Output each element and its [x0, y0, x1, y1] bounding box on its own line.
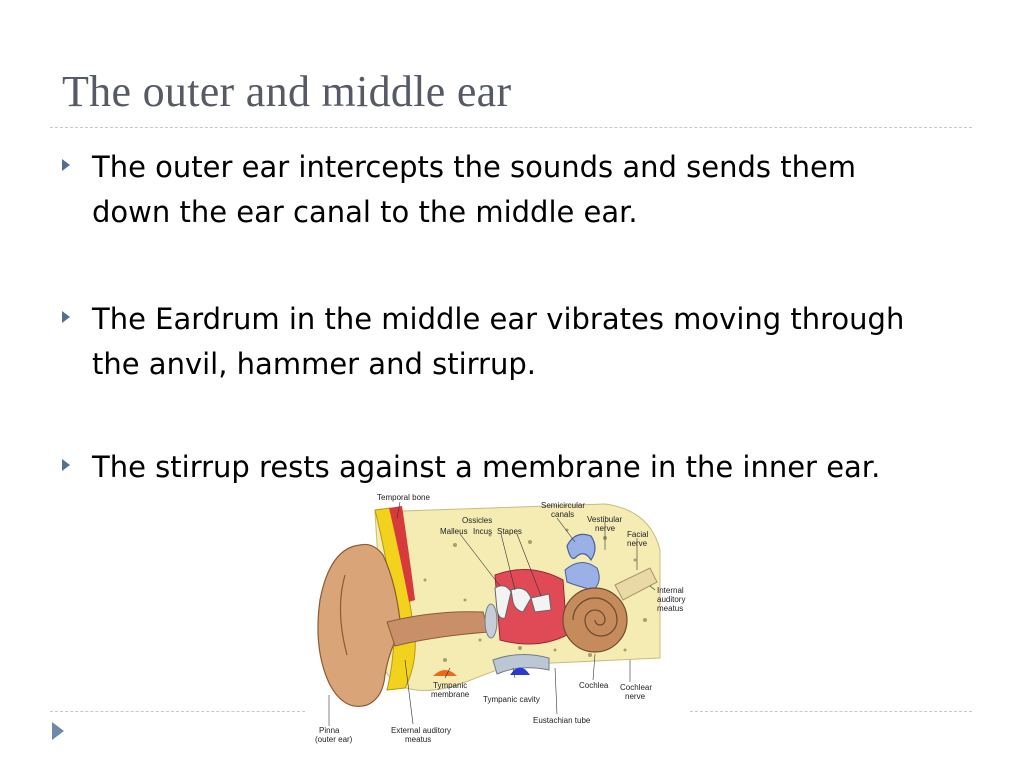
vestibule-shape [564, 562, 600, 591]
eustachian-tube-shape [492, 654, 550, 675]
temporal-bone-label: Temporal bone [377, 493, 430, 502]
ear-anatomy-diagram: Temporal bone Ossicles Malleus Incus Sta… [305, 490, 690, 746]
stapes-label: Stapes [497, 527, 522, 536]
malleus-label: Malleus [440, 527, 468, 536]
cochlea-label: Cochlea [579, 681, 609, 690]
bullet-arrow-icon [62, 159, 70, 171]
semicircular-canals-label: Semicircular [541, 501, 585, 510]
vestibular-nerve-label: Vestibular [587, 515, 622, 524]
slide-title: The outer and middle ear [62, 67, 512, 116]
footer-divider [690, 711, 972, 712]
bullet-arrow-icon [62, 311, 70, 323]
bullet-text: The Eardrum in the middle ear vibrates m… [92, 297, 972, 387]
ossicles-shape [494, 585, 552, 619]
external-auditory-meatus-label: External auditory [391, 726, 451, 735]
pinna-label: (outer ear) [315, 735, 353, 744]
bullet-line: the anvil, hammer and stirrup. [92, 347, 536, 381]
tympanic-cavity-marker-shape [510, 667, 530, 675]
bone-texture [423, 528, 647, 662]
tympanic-membrane-label: Tympanic [433, 681, 467, 690]
internal-auditory-meatus-label: Internal [657, 586, 684, 595]
tympanic-membrane-label: membrane [431, 690, 470, 699]
bullet-text: The stirrup rests against a membrane in … [92, 445, 972, 490]
label-leaders [328, 501, 656, 726]
slide-nav-arrow-icon[interactable] [52, 722, 64, 740]
pinna-label: Pinna [319, 726, 340, 735]
cochlea-spiral-shape [572, 597, 618, 637]
bullet-line: The Eardrum in the middle ear vibrates m… [92, 302, 905, 336]
external-auditory-meatus-label: meatus [405, 735, 431, 744]
eustachian-tube-label: Eustachian tube [533, 716, 591, 725]
pinna-fold-shape [339, 574, 348, 656]
membrane-marker-shape [433, 670, 457, 676]
internal-auditory-meatus-label: auditory [657, 595, 685, 604]
bullet-text: The outer ear intercepts the sounds and … [92, 145, 972, 235]
tympanic-cavity-label: Tympanic cavity [483, 695, 540, 704]
red-vessel-shape [389, 506, 415, 602]
bullet-line: The outer ear intercepts the sounds and … [92, 150, 857, 184]
eardrum-shape [484, 603, 498, 639]
auditory-nerve-shape [614, 567, 658, 601]
bullet-line: down the ear canal to the middle ear. [92, 195, 638, 229]
incus-label: Incus [473, 527, 492, 536]
pinna-shape [317, 543, 402, 707]
bullet-line: The stirrup rests against a membrane in … [92, 450, 881, 484]
bullet-arrow-icon [62, 459, 70, 471]
cochlear-nerve-label: nerve [625, 692, 646, 701]
footer-divider [50, 711, 305, 712]
facial-nerve-label: Facial [627, 530, 649, 539]
semicircular-canals-label: canals [551, 510, 574, 519]
facial-nerve-label: nerve [627, 539, 648, 548]
ossicles-label: Ossicles [462, 516, 492, 525]
internal-auditory-meatus-label: meatus [657, 604, 683, 613]
vestibular-nerve-label: nerve [595, 524, 616, 533]
title-divider [50, 127, 972, 128]
cochlear-nerve-label: Cochlear [620, 683, 652, 692]
